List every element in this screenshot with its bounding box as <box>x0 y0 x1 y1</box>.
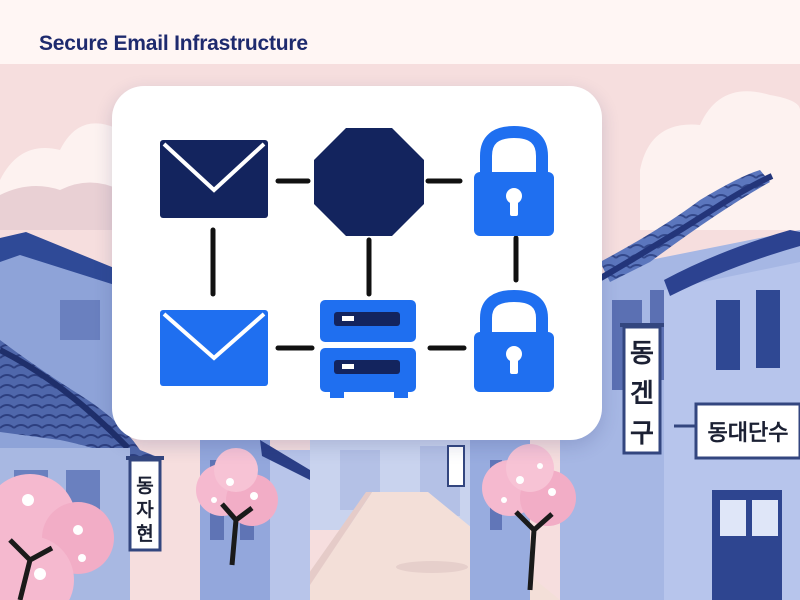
sign-left-char-1: 동 <box>136 475 153 497</box>
cherry-tree-left <box>0 474 114 600</box>
right-buildings <box>447 170 800 600</box>
email-infrastructure-diagram <box>160 125 554 398</box>
envelope-icon <box>160 140 268 218</box>
padlock-icon <box>474 289 554 392</box>
padlock-icon <box>474 125 554 236</box>
sign-right-char-2: 겐 <box>630 379 654 409</box>
cherry-tree-middle <box>196 448 278 566</box>
page-title: Secure Email Infrastructure <box>39 32 308 55</box>
sign-left: 동 자 현 <box>136 475 154 545</box>
cherry-tree-right <box>482 444 576 591</box>
sign-right-char-3: 구 <box>630 419 654 449</box>
connectors <box>210 178 519 351</box>
sign-left-char-2: 자 <box>136 499 154 521</box>
sign-right-horizontal: 동대단수 <box>708 421 789 446</box>
envelope-icon <box>160 310 268 386</box>
server-icon <box>320 300 416 398</box>
sign-right-char-1: 동 <box>630 339 654 369</box>
sign-left-char-3: 현 <box>136 523 153 545</box>
sign-right-vertical: 동 겐 구 <box>630 339 654 449</box>
octagon-icon <box>314 128 424 236</box>
